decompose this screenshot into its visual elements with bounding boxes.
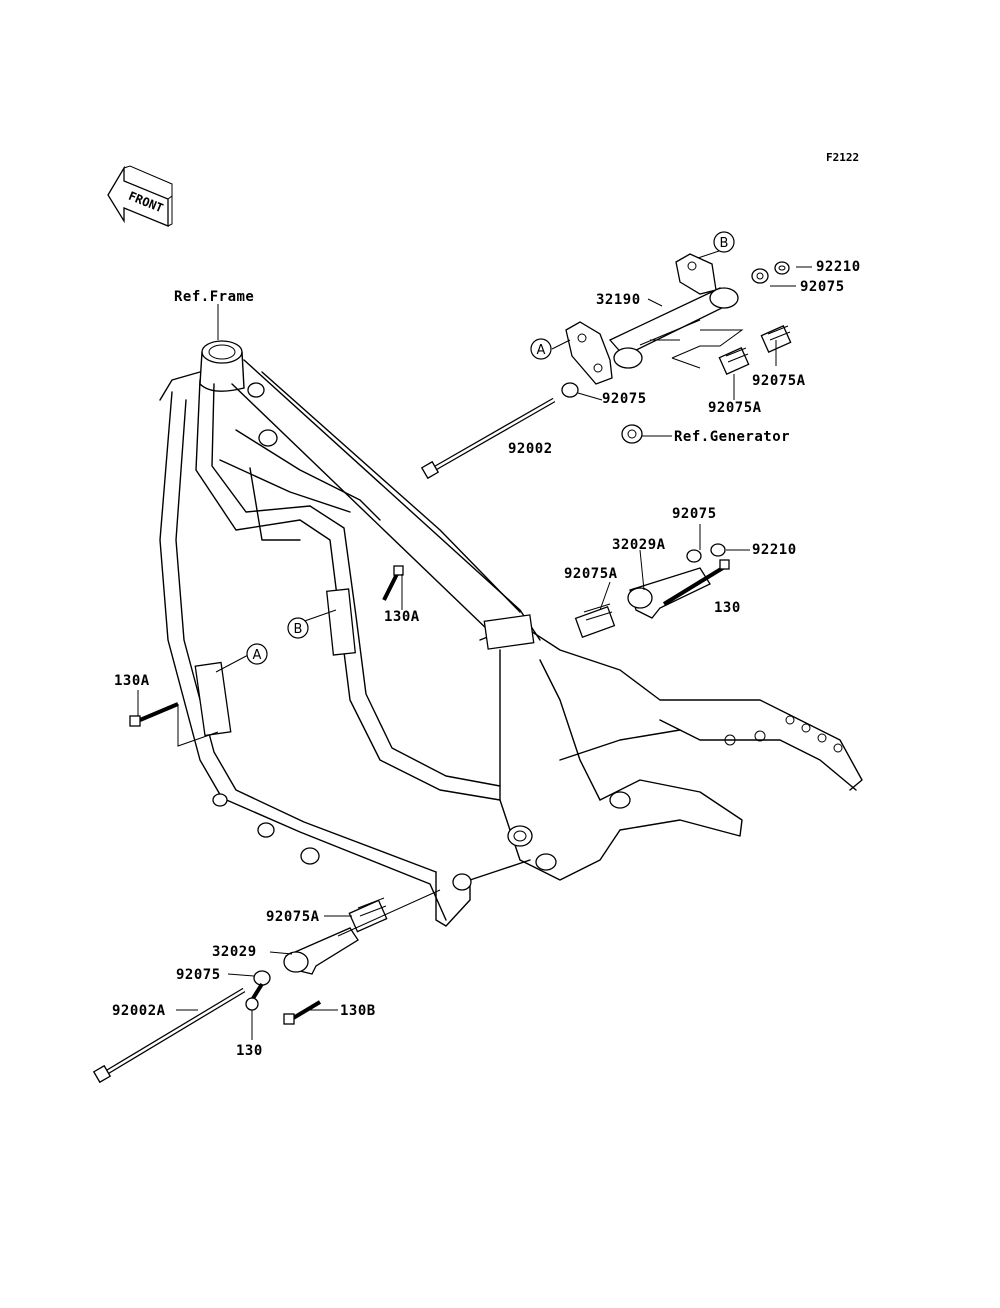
part-32190: 32190 xyxy=(596,292,641,308)
upper-engine-bracket-32190 xyxy=(565,253,739,385)
svg-text:B: B xyxy=(294,622,303,637)
part-92075-bottom: 92075 xyxy=(176,967,221,983)
callout-b-top: B xyxy=(713,231,735,253)
bushing-92075A-bottom xyxy=(348,897,388,933)
part-130B: 130B xyxy=(340,1003,376,1019)
bolt-92002 xyxy=(420,397,556,480)
part-92075-top: 92075 xyxy=(800,279,845,295)
part-92075-r2: 92075 xyxy=(672,506,717,522)
part-130-r2: 130 xyxy=(714,600,741,616)
nut-92210-top xyxy=(774,261,790,275)
bolt-92002A xyxy=(92,987,246,1084)
bushing-92075A-upper-left xyxy=(718,347,750,375)
nut-92210-r2 xyxy=(710,543,726,557)
washer-92075-top xyxy=(751,268,769,284)
generator-bracket xyxy=(621,424,643,444)
washer-92075-mid xyxy=(561,382,579,398)
washer-92075-r2 xyxy=(686,549,702,563)
svg-text:A: A xyxy=(253,648,262,663)
bolt-130-r2 xyxy=(662,559,730,606)
motorcycle-frame xyxy=(159,340,863,927)
figure-code: F2122 xyxy=(826,151,859,164)
engine-bracket-32029A xyxy=(627,567,711,619)
callout-b-frame: B xyxy=(287,617,309,639)
callout-a-frame: A xyxy=(246,643,268,665)
part-130A-mid: 130A xyxy=(384,609,420,625)
part-92075A-r2: 92075A xyxy=(564,566,618,582)
svg-text:B: B xyxy=(720,236,729,251)
engine-bracket-32029 xyxy=(283,927,359,975)
part-32029: 32029 xyxy=(212,944,257,960)
callout-a-top: A xyxy=(530,338,552,360)
part-92075-mid: 92075 xyxy=(602,391,647,407)
bolt-130A-left xyxy=(129,702,179,727)
part-92002A: 92002A xyxy=(112,1003,166,1019)
ref-generator-label: Ref.Generator xyxy=(674,429,790,445)
bolt-130-bottom xyxy=(245,982,264,1011)
part-92210-top: 92210 xyxy=(816,259,861,275)
bushing-92075A-mid xyxy=(574,603,616,639)
part-92075A-left: 92075A xyxy=(708,400,762,416)
part-92075A-right: 92075A xyxy=(752,373,806,389)
bolt-130B xyxy=(283,1000,322,1025)
bolt-130A-mid xyxy=(382,565,404,601)
part-92075A-bottom: 92075A xyxy=(266,909,320,925)
part-130-bottom: 130 xyxy=(236,1043,263,1059)
part-130A-left: 130A xyxy=(114,673,150,689)
washer-92075-bottom xyxy=(253,970,271,986)
part-92002: 92002 xyxy=(508,441,553,457)
front-arrow-icon: FRONT xyxy=(107,165,173,227)
bushing-92075A-upper-right xyxy=(760,325,792,353)
part-32029A: 32029A xyxy=(612,537,666,553)
svg-text:A: A xyxy=(537,343,546,358)
part-92210-r2: 92210 xyxy=(752,542,797,558)
ref-frame-label: Ref.Frame xyxy=(174,289,254,305)
